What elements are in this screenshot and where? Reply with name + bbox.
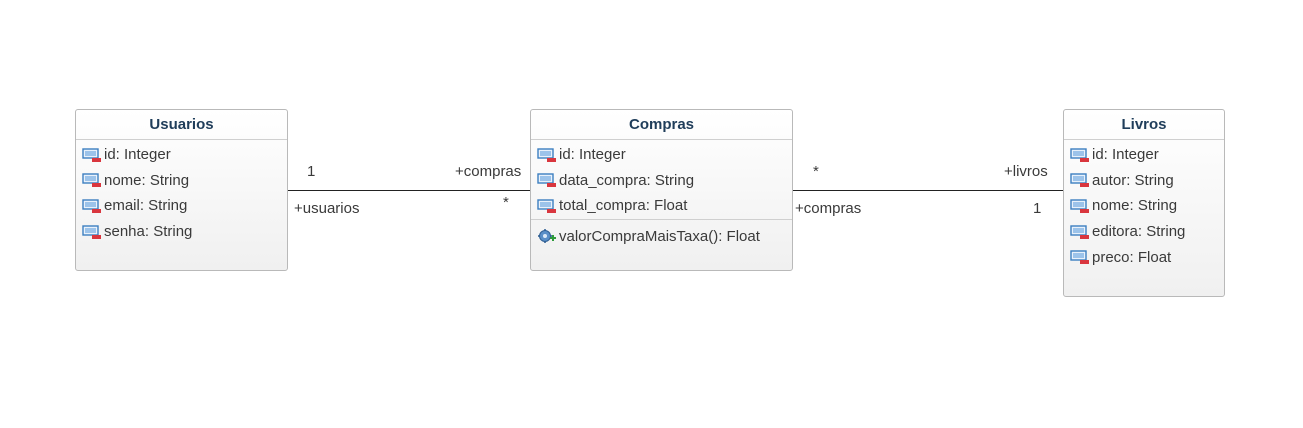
attribute-label: id: Integer <box>1092 146 1159 164</box>
attribute-row[interactable]: nome: String <box>1070 193 1224 219</box>
private-attribute-icon <box>82 198 102 214</box>
private-attribute-icon <box>1070 147 1090 163</box>
attribute-label: preco: Float <box>1092 248 1172 266</box>
class-compras-attributes: id: Integer data_compra: String total_co… <box>531 140 792 219</box>
attribute-row[interactable]: senha: String <box>82 219 287 245</box>
private-attribute-icon <box>537 172 557 188</box>
attribute-label: data_compra: String <box>559 171 695 189</box>
class-compras-operations: valorCompraMaisTaxa(): Float <box>531 218 792 250</box>
private-attribute-icon <box>537 198 557 214</box>
private-attribute-icon <box>82 172 102 188</box>
attribute-row[interactable]: total_compra: Float <box>537 193 792 219</box>
attribute-label: autor: String <box>1092 171 1174 189</box>
private-attribute-icon <box>82 147 102 163</box>
attribute-row[interactable]: autor: String <box>1070 168 1224 194</box>
class-compras-title: Compras <box>531 110 792 140</box>
role-livros: +livros <box>1004 163 1048 180</box>
private-attribute-icon <box>1070 249 1090 265</box>
private-attribute-icon <box>1070 172 1090 188</box>
attribute-row[interactable]: nome: String <box>82 168 287 194</box>
association-usuarios-compras[interactable] <box>288 190 530 191</box>
class-livros[interactable]: Livros id: Integer autor: String nome: S… <box>1063 109 1225 297</box>
multiplicity-usuarios-end: 1 <box>307 163 316 180</box>
public-operation-icon <box>537 228 557 245</box>
association-compras-livros[interactable] <box>793 190 1063 191</box>
class-usuarios[interactable]: Usuarios id: Integer nome: String email:… <box>75 109 288 271</box>
attribute-row[interactable]: email: String <box>82 193 287 219</box>
attribute-label: id: Integer <box>559 146 626 164</box>
attribute-row[interactable]: id: Integer <box>82 142 287 168</box>
private-attribute-icon <box>82 224 102 240</box>
class-livros-attributes: id: Integer autor: String nome: String e… <box>1064 140 1224 270</box>
operation-row[interactable]: valorCompraMaisTaxa(): Float <box>537 224 792 250</box>
class-usuarios-title: Usuarios <box>76 110 287 140</box>
attribute-label: editora: String <box>1092 223 1186 241</box>
multiplicity-livros-end: 1 <box>1033 200 1042 217</box>
attribute-row[interactable]: id: Integer <box>1070 142 1224 168</box>
multiplicity-compras-right-end: * <box>813 163 819 180</box>
private-attribute-icon <box>1070 198 1090 214</box>
attribute-label: nome: String <box>104 171 190 189</box>
attribute-row[interactable]: editora: String <box>1070 219 1224 245</box>
class-usuarios-attributes: id: Integer nome: String email: String s… <box>76 140 287 244</box>
class-livros-title: Livros <box>1064 110 1224 140</box>
operation-label: valorCompraMaisTaxa(): Float <box>559 228 760 246</box>
private-attribute-icon <box>1070 224 1090 240</box>
role-compras-right: +compras <box>795 200 862 217</box>
attribute-row[interactable]: data_compra: String <box>537 168 792 194</box>
private-attribute-icon <box>537 147 557 163</box>
role-usuarios: +usuarios <box>294 200 360 217</box>
attribute-row[interactable]: preco: Float <box>1070 244 1224 270</box>
class-compras[interactable]: Compras id: Integer data_compra: String … <box>530 109 793 271</box>
attribute-label: senha: String <box>104 223 193 241</box>
attribute-label: id: Integer <box>104 146 171 164</box>
attribute-label: email: String <box>104 197 188 215</box>
attribute-label: total_compra: Float <box>559 197 688 215</box>
multiplicity-compras-left-end: * <box>503 194 509 211</box>
attribute-label: nome: String <box>1092 197 1178 215</box>
attribute-row[interactable]: id: Integer <box>537 142 792 168</box>
role-compras-left: +compras <box>455 163 522 180</box>
